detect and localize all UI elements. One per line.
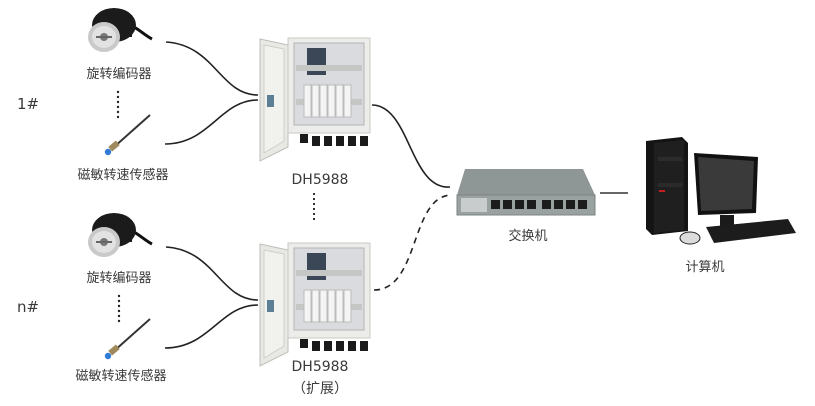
computer-label: 计算机	[685, 260, 725, 275]
wire-sensor-n-to-dh5988	[164, 304, 259, 349]
encoder-label-n: 旋转编码器	[86, 271, 152, 286]
group-label-n: n#	[17, 298, 40, 316]
wire-dh5988-to-switch	[371, 104, 451, 188]
device-sublabel-n: （扩展）	[292, 381, 348, 397]
wire-encoder-1-to-dh5988	[165, 41, 259, 96]
switch-label: 交换机	[508, 229, 548, 244]
dh5988-cabinet-icon	[259, 37, 371, 162]
wire-sensor-1-to-dh5988	[164, 99, 259, 145]
computer-icon	[646, 137, 796, 245]
sensor-label-1: 磁敏转速传感器	[77, 168, 169, 183]
ellipsis-dots-group-1	[116, 90, 120, 119]
magnetic-speed-sensor-icon	[104, 318, 151, 360]
device-label-1: DH5988	[291, 172, 349, 188]
rotary-encoder-icon	[88, 213, 153, 257]
ellipsis-dots-devices	[313, 193, 315, 220]
group-label-1: 1#	[17, 95, 40, 113]
magnetic-speed-sensor-icon	[104, 114, 151, 156]
encoder-label-1: 旋转编码器	[86, 67, 152, 82]
rotary-encoder-icon	[88, 8, 153, 52]
wire-encoder-n-to-dh5988	[165, 246, 259, 301]
ellipsis-dots-group-n	[117, 294, 121, 323]
network-switch-icon	[456, 169, 596, 216]
dh5988-cabinet-icon	[259, 242, 371, 367]
device-label-n: DH5988	[291, 359, 349, 375]
wire-dh5988-expansion-to-switch	[373, 194, 453, 291]
sensor-label-n: 磁敏转速传感器	[75, 369, 167, 384]
